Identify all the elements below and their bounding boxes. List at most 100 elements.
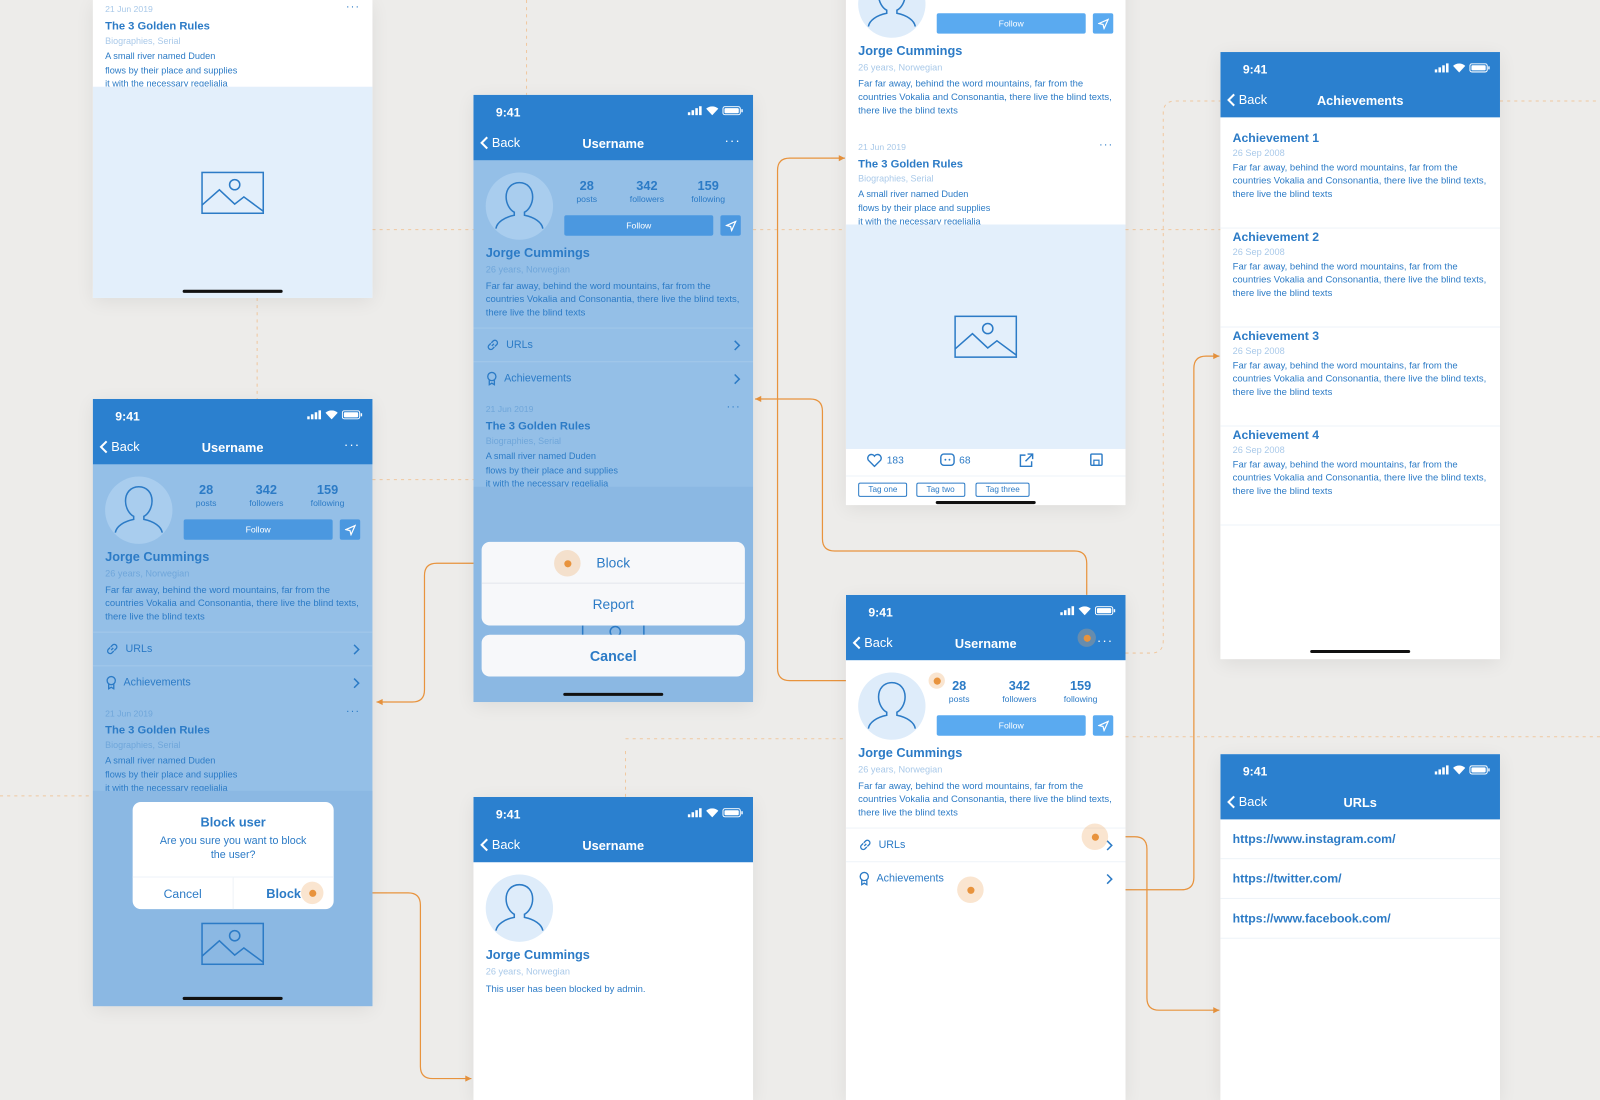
achievement-item[interactable]: Achievement 4 26 Sep 2008 Far far away, … — [1220, 427, 1500, 526]
post-title[interactable]: The 3 Golden Rules — [105, 724, 210, 737]
url-link[interactable]: https://www.instagram.com/ — [1220, 819, 1500, 860]
tag[interactable]: Tag two — [916, 482, 965, 497]
send-message-button[interactable] — [720, 215, 741, 236]
achievement-item[interactable]: Achievement 2 26 Sep 2008 Far far away, … — [1220, 229, 1500, 328]
status-icons — [307, 410, 363, 420]
image-placeholder-icon — [954, 315, 1018, 358]
share-button[interactable] — [1019, 453, 1034, 468]
profile-name: Jorge Cummings — [105, 549, 210, 565]
avatar — [858, 0, 926, 38]
battery-icon — [1094, 606, 1116, 616]
save-button[interactable] — [1090, 453, 1103, 467]
like-button[interactable]: 183 — [866, 453, 904, 468]
status-time: 9:41 — [1242, 764, 1268, 779]
send-message-button[interactable] — [1092, 13, 1114, 34]
achievement-title: Achievement 3 — [1232, 328, 1320, 343]
dialog-block-button[interactable]: Block — [234, 878, 334, 910]
back-button[interactable]: Back — [480, 838, 520, 852]
back-button[interactable]: Back — [99, 440, 140, 454]
post-title[interactable]: The 3 Golden Rules — [858, 158, 963, 171]
menu-item-achievements[interactable]: Achievements — [92, 665, 373, 699]
send-message-button[interactable] — [339, 519, 361, 540]
more-options-button[interactable]: ··· — [1096, 632, 1114, 648]
follow-button[interactable]: Follow — [564, 215, 714, 236]
nav-title: Username — [201, 440, 264, 456]
profile-name: Jorge Cummings — [485, 245, 590, 261]
follow-button[interactable]: Follow — [936, 13, 1086, 34]
url-link[interactable]: https://twitter.com/ — [1220, 859, 1500, 899]
avatar — [858, 672, 926, 740]
post-more-button[interactable]: ··· — [726, 401, 741, 414]
menu-label: Achievements — [504, 372, 572, 385]
award-icon — [487, 371, 497, 386]
back-button[interactable]: Back — [852, 636, 893, 650]
chevron-right-icon — [734, 373, 741, 384]
follow-button[interactable]: Follow — [936, 715, 1086, 736]
chevron-right-icon — [353, 643, 360, 655]
tag[interactable]: Tag three — [975, 482, 1030, 497]
share-icon — [1019, 453, 1034, 468]
status-icons — [1434, 63, 1490, 73]
status-time: 9:41 — [495, 105, 521, 120]
achievement-title: Achievement 2 — [1232, 229, 1320, 244]
chevron-left-icon — [1227, 795, 1235, 809]
status-icons — [1434, 765, 1490, 775]
award-icon — [859, 871, 870, 886]
block-action[interactable]: Block — [481, 542, 745, 584]
menu-item-urls[interactable]: URLs — [845, 827, 1126, 862]
menu-item-achievements[interactable]: Achievements — [845, 861, 1126, 895]
arrowhead — [376, 698, 383, 706]
post-title[interactable]: The 3 Golden Rules — [485, 420, 591, 433]
more-options-button[interactable]: ··· — [724, 132, 741, 148]
menu-item-urls[interactable]: URLs — [92, 631, 373, 666]
follow-button[interactable]: Follow — [183, 519, 333, 540]
avatar-person-icon — [114, 485, 163, 533]
achievement-title: Achievement 4 — [1232, 427, 1320, 442]
dialog-cancel-button[interactable]: Cancel — [133, 877, 234, 910]
flow-connector — [1094, 836, 1220, 1011]
menu-item-urls[interactable]: URLs — [473, 327, 754, 362]
send-message-button[interactable] — [1092, 715, 1114, 736]
back-button[interactable]: Back — [480, 135, 521, 150]
back-button[interactable]: Back — [1227, 93, 1267, 107]
signal-icon — [1060, 606, 1075, 616]
flow-connector — [755, 398, 1088, 638]
wifi-icon — [1078, 606, 1091, 616]
profile-bio: Far far away, behind the word mountains,… — [105, 584, 359, 622]
cancel-button[interactable]: Cancel — [481, 634, 745, 677]
menu-label: URLs — [506, 338, 533, 352]
comment-button[interactable]: 68 — [940, 453, 971, 467]
report-action[interactable]: Report — [482, 584, 745, 626]
post-more-button[interactable]: ··· — [345, 705, 361, 718]
nav-header: 9:41 Back Achievements — [1220, 52, 1500, 118]
post-more-button[interactable]: ··· — [345, 1, 361, 14]
save-icon — [1090, 453, 1103, 467]
back-label: Back — [111, 439, 140, 455]
achievement-date: 26 Sep 2008 — [1232, 444, 1285, 456]
comment-icon — [940, 453, 955, 467]
more-options-button[interactable]: ··· — [343, 436, 361, 453]
post-meta: Biographies, Serial — [105, 739, 181, 750]
tag[interactable]: Tag one — [858, 482, 908, 497]
url-link[interactable]: https://www.facebook.com/ — [1220, 899, 1500, 939]
achievement-item[interactable]: Achievement 1 26 Sep 2008 Far far away, … — [1220, 130, 1500, 229]
back-button[interactable]: Back — [1227, 795, 1267, 809]
stat-label: following — [1063, 693, 1098, 705]
status-time: 9:41 — [868, 605, 893, 620]
menu-item-achievements[interactable]: Achievements — [473, 361, 754, 395]
post-more-button[interactable]: ··· — [1098, 138, 1114, 152]
post-date: 21 Jun 2019 — [858, 141, 906, 153]
post-title[interactable]: The 3 Golden Rules — [105, 20, 210, 33]
stat-value: 159 — [1069, 678, 1092, 693]
achievement-item[interactable]: Achievement 3 26 Sep 2008 Far far away, … — [1220, 328, 1500, 427]
back-label: Back — [491, 135, 521, 150]
